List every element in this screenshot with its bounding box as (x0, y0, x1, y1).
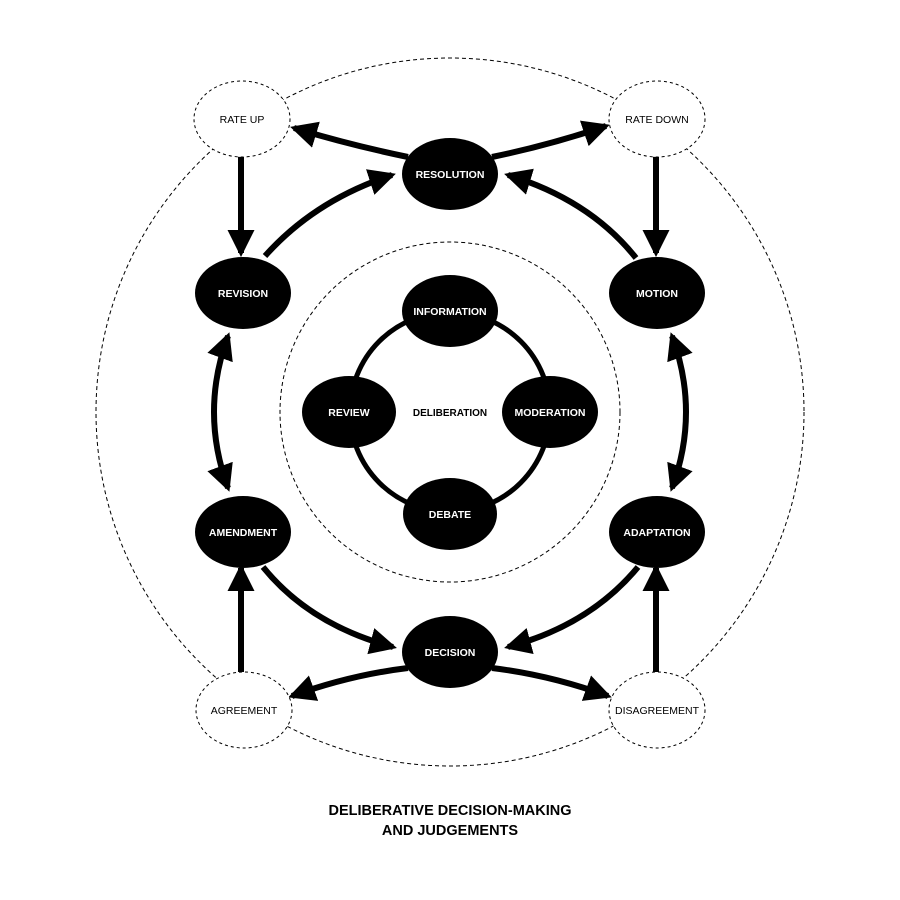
node-moderation: MODERATION (502, 376, 598, 448)
revision-label: REVISION (218, 288, 268, 300)
rate-up-label: RATE UP (220, 114, 265, 126)
arrow-decision-to-agreement (288, 665, 409, 701)
diagram-caption: DELIBERATIVE DECISION-MAKING AND JUDGEME… (0, 801, 900, 841)
node-revision: REVISION (195, 257, 291, 329)
node-decision: DECISION (402, 616, 498, 688)
arrow-decision-to-disagreement (491, 665, 612, 701)
decision-label: DECISION (425, 647, 476, 659)
node-review: REVIEW (302, 376, 396, 448)
node-resolution: RESOLUTION (402, 138, 498, 210)
arrow-amendment-to-decision (260, 565, 397, 655)
rate-down-label: RATE DOWN (625, 114, 688, 126)
node-motion: MOTION (609, 257, 705, 329)
review-label: REVIEW (328, 407, 370, 419)
arrow-adaptation-to-decision (504, 565, 641, 655)
arrow-motion-to-resolution (504, 168, 639, 260)
node-rate-up: RATE UP (193, 80, 291, 158)
resolution-label: RESOLUTION (416, 169, 485, 181)
disagreement-label: DISAGREEMENT (615, 705, 700, 717)
node-adaptation: ADAPTATION (609, 496, 705, 568)
outer-dashed-ring (95, 57, 805, 767)
arrow-resolution-to-rate-up (290, 121, 409, 160)
node-disagreement: DISAGREEMENT (608, 671, 706, 749)
arrow-motion-adaptation (667, 332, 693, 492)
caption-line-1: DELIBERATIVE DECISION-MAKING (328, 803, 572, 819)
moderation-label: MODERATION (515, 407, 586, 419)
amendment-label: AMENDMENT (209, 527, 278, 539)
motion-label: MOTION (636, 288, 678, 300)
adaptation-label: ADAPTATION (623, 527, 690, 539)
arrow-revision-to-resolution (262, 169, 396, 258)
arrow-resolution-to-rate-down (491, 120, 610, 160)
node-information: INFORMATION (402, 275, 498, 347)
caption-line-2: AND JUDGEMENTS (381, 823, 519, 839)
information-label: INFORMATION (413, 306, 486, 318)
debate-label: DEBATE (429, 509, 471, 521)
node-debate: DEBATE (403, 478, 497, 550)
node-agreement: AGREEMENT (195, 671, 293, 749)
node-rate-down: RATE DOWN (608, 80, 706, 158)
deliberation-label: DELIBERATION (413, 408, 487, 419)
agreement-label: AGREEMENT (211, 705, 278, 717)
node-amendment: AMENDMENT (195, 496, 291, 568)
arrow-revision-amendment (207, 332, 233, 492)
inner-dashed-ring (279, 241, 621, 583)
